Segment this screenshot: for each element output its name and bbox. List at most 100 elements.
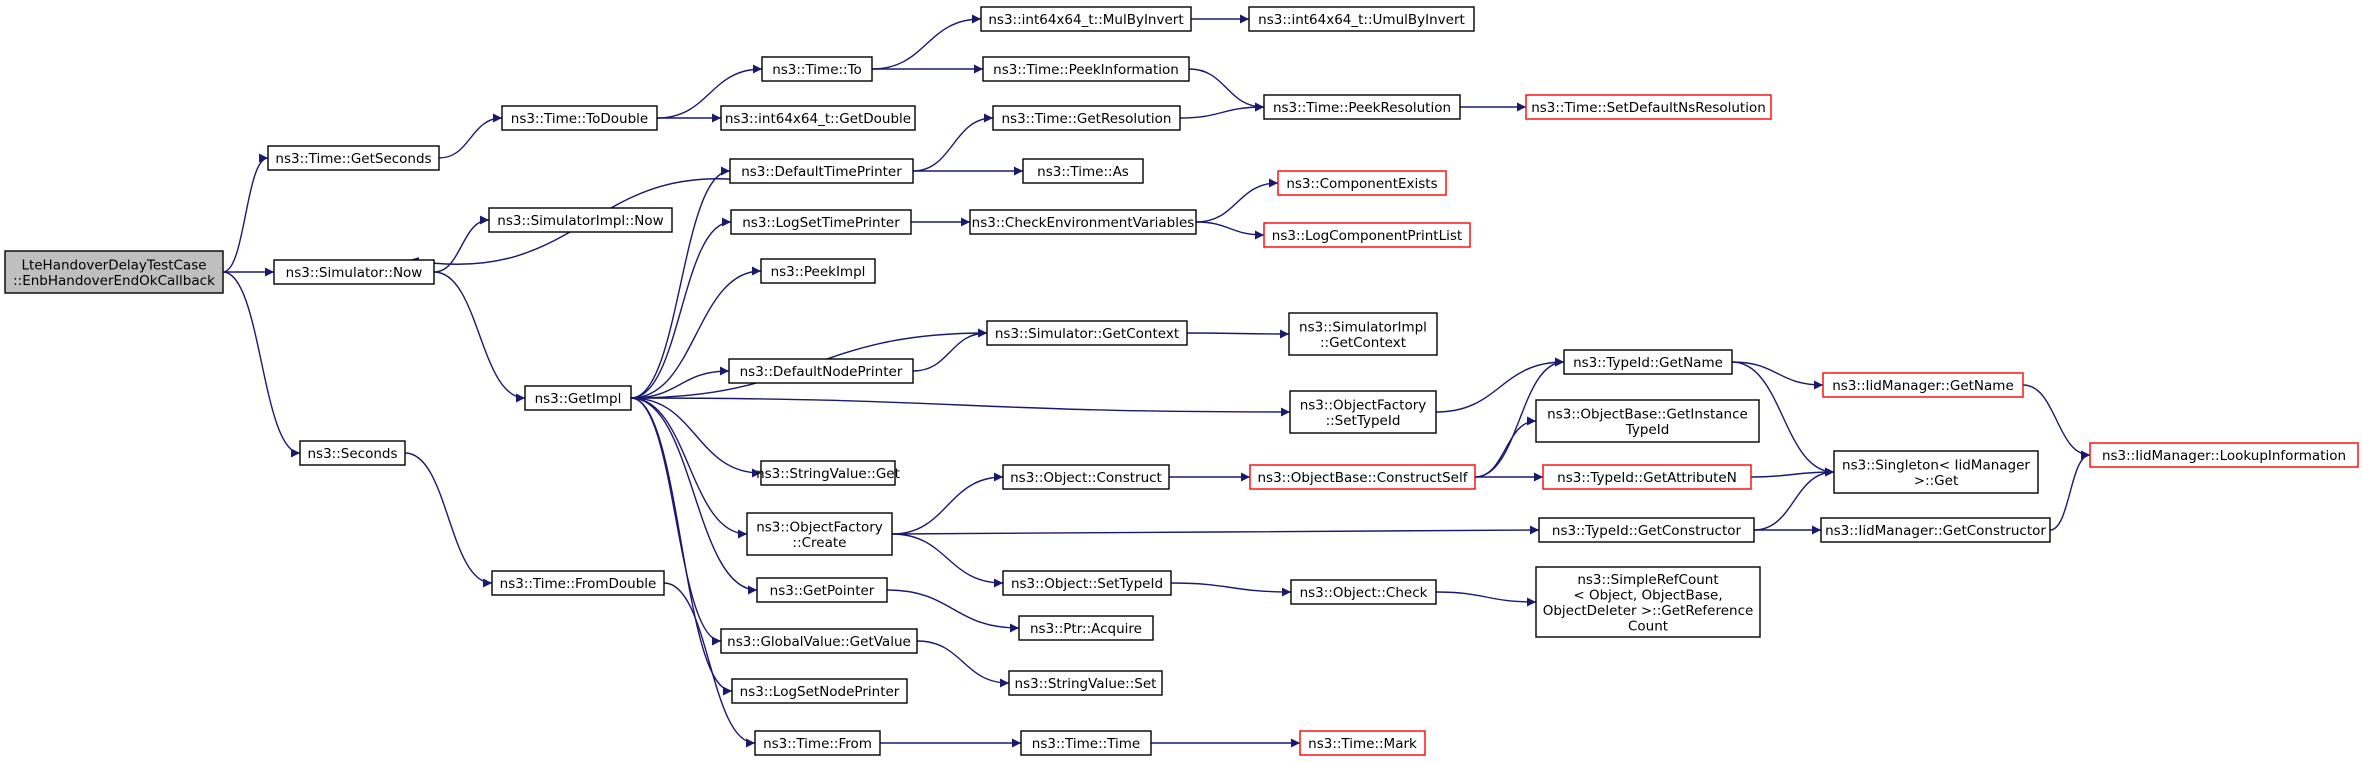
node-stringvalueget[interactable]: ns3::StringValue::Get (756, 460, 900, 486)
node-int64getdouble[interactable]: ns3::int64x64_t::GetDouble (720, 105, 916, 131)
edge-getimpl-to-defaulttimeprinter (630, 166, 731, 399)
node-objfactorycreate[interactable]: ns3::ObjectFactory::Create (746, 512, 893, 556)
node-defaulttimeprinter[interactable]: ns3::DefaultTimePrinter (729, 158, 914, 184)
node-label: ::SetTypeId (1326, 413, 1401, 429)
node-label: TypeId (1625, 422, 1670, 438)
node-label: ns3::SimpleRefCount (1577, 572, 1718, 588)
node-getresolution[interactable]: ns3::Time::GetResolution (992, 105, 1181, 131)
node-typeidgetname[interactable]: ns3::TypeId::GetName (1563, 349, 1733, 375)
edge-root-to-seconds (222, 271, 301, 458)
edge-getresolution-to-peekresolution (1179, 102, 1265, 119)
node-label: ns3::int64x64_t::GetDouble (725, 111, 911, 127)
node-label: ns3::int64x64_t::UmulByInvert (1258, 12, 1465, 28)
node-peekinformation[interactable]: ns3::Time::PeekInformation (982, 56, 1190, 82)
edge-simgetcontext-to-simimplgetcontext (1186, 329, 1290, 339)
node-label: ns3::Time::ToDouble (511, 111, 648, 127)
node-label: ns3::Time::SetDefaultNsResolution (1531, 100, 1766, 116)
node-iidgetconstructor[interactable]: ns3::IidManager::GetConstructor (1820, 517, 2051, 543)
node-setdefaultnsres[interactable]: ns3::Time::SetDefaultNsResolution (1525, 94, 1772, 120)
node-mulbyinvert[interactable]: ns3::int64x64_t::MulByInvert (980, 6, 1192, 32)
node-logcomponentprintlist[interactable]: ns3::LogComponentPrintList (1263, 222, 1471, 248)
node-constructself[interactable]: ns3::ObjectBase::ConstructSelf (1249, 464, 1476, 490)
edge-objcheck-to-simplerefcount (1435, 591, 1537, 607)
node-getseconds[interactable]: ns3::Time::GetSeconds (267, 145, 440, 171)
node-iidlookup[interactable]: ns3::IidManager::LookupInformation (2089, 442, 2359, 468)
node-iidgetname[interactable]: ns3::IidManager::GetName (1822, 372, 2024, 398)
edge-simnow-to-getimpl (433, 271, 526, 403)
node-componentexists[interactable]: ns3::ComponentExists (1277, 170, 1447, 196)
node-label: ns3::ComponentExists (1286, 176, 1437, 192)
edge-getimpl-to-globalvalueget (630, 397, 722, 646)
node-logsettimeprinter[interactable]: ns3::LogSetTimePrinter (730, 209, 912, 235)
node-label: ns3::Time::PeekResolution (1273, 100, 1451, 116)
node-defaultnodeprinter[interactable]: ns3::DefaultNodePrinter (728, 358, 914, 384)
node-getpointer[interactable]: ns3::GetPointer (756, 577, 888, 603)
node-label: ns3::Simulator::Now (286, 265, 423, 281)
node-fromdouble[interactable]: ns3::Time::FromDouble (491, 570, 665, 596)
node-seconds[interactable]: ns3::Seconds (299, 440, 406, 466)
node-label: ns3::SimulatorImpl (1299, 319, 1427, 335)
node-root[interactable]: LteHandoverDelayTestCase::EnbHandoverEnd… (4, 250, 224, 294)
node-globalvalueget[interactable]: ns3::GlobalValue::GetValue (720, 628, 918, 654)
node-label: >::Get (1914, 473, 1958, 489)
node-label: ns3::CheckEnvironmentVariables (972, 215, 1195, 231)
node-peekimpl[interactable]: ns3::PeekImpl (760, 258, 876, 284)
node-simnow[interactable]: ns3::Simulator::Now (273, 259, 435, 285)
node-label: ns3::PeekImpl (771, 264, 866, 280)
edge-root-to-getseconds (222, 153, 269, 273)
node-label: ns3::int64x64_t::MulByInvert (988, 12, 1183, 28)
node-ptracquire[interactable]: ns3::Ptr::Acquire (1018, 615, 1154, 641)
edge-iidgetname-to-iidlookup (2022, 384, 2091, 460)
node-simimplgetcontext[interactable]: ns3::SimulatorImpl::GetContext (1288, 312, 1438, 356)
node-objfactorysettypeid[interactable]: ns3::ObjectFactory::SetTypeId (1289, 390, 1437, 434)
node-label: ns3::Time::FromDouble (500, 576, 657, 592)
node-simgetcontext[interactable]: ns3::Simulator::GetContext (986, 320, 1188, 346)
edge-checkenvvars-to-logcomponentprintlist (1195, 221, 1265, 240)
node-label: ::EnbHandoverEndOkCallback (13, 273, 215, 289)
node-label: ns3::ObjectBase::GetInstance (1547, 406, 1748, 422)
node-stringvalueset[interactable]: ns3::StringValue::Set (1008, 670, 1163, 696)
node-typeidgetconstructor[interactable]: ns3::TypeId::GetConstructor (1538, 517, 1755, 543)
node-checkenvvars[interactable]: ns3::CheckEnvironmentVariables (969, 209, 1197, 235)
edge-typeidgetconstructor-to-singletonget (1753, 467, 1835, 531)
edge-todouble-to-timeto (656, 64, 763, 119)
node-peekresolution[interactable]: ns3::Time::PeekResolution (1263, 94, 1461, 120)
node-timetime[interactable]: ns3::Time::Time (1020, 730, 1152, 756)
node-simplerefcount[interactable]: ns3::SimpleRefCount< Object, ObjectBase,… (1535, 566, 1761, 638)
edge-getimpl-to-logsettimeprinter (630, 217, 732, 399)
node-objconstruct[interactable]: ns3::Object::Construct (1002, 464, 1170, 490)
node-label: ns3::Singleton< IidManager (1842, 457, 2030, 473)
node-label: ns3::LogSetNodePrinter (740, 684, 900, 700)
node-label: ns3::ObjectFactory (1300, 397, 1427, 413)
edge-getimpl-to-objfactorycreate (630, 397, 748, 539)
node-objcheck[interactable]: ns3::Object::Check (1290, 579, 1437, 605)
node-label: Count (1628, 618, 1668, 634)
node-timefrom[interactable]: ns3::Time::From (754, 730, 881, 756)
node-umulbyinvert[interactable]: ns3::int64x64_t::UmulByInvert (1248, 6, 1475, 32)
edge-getseconds-to-todouble (438, 113, 503, 159)
node-label: ns3::StringValue::Get (756, 466, 900, 482)
node-timemark[interactable]: ns3::Time::Mark (1299, 730, 1426, 756)
node-label: ns3::Time::As (1037, 164, 1129, 180)
node-objsettypeid[interactable]: ns3::Object::SetTypeId (1002, 570, 1172, 596)
node-label: LteHandoverDelayTestCase (21, 257, 206, 273)
node-label: ns3::TypeId::GetName (1573, 355, 1723, 371)
node-label: ns3::Simulator::GetContext (995, 326, 1179, 342)
node-todouble[interactable]: ns3::Time::ToDouble (501, 105, 658, 131)
edge-getimpl-to-objfactorysettypeid (630, 397, 1291, 417)
node-singletonget[interactable]: ns3::Singleton< IidManager >::Get (1833, 450, 2039, 494)
node-timeas[interactable]: ns3::Time::As (1022, 158, 1144, 184)
node-timeto[interactable]: ns3::Time::To (761, 56, 873, 82)
node-simimplnow[interactable]: ns3::SimulatorImpl::Now (488, 207, 673, 233)
node-typeidgetattributen[interactable]: ns3::TypeId::GetAttributeN (1542, 464, 1752, 490)
edge-typeidgetname-to-iidgetname (1731, 361, 1824, 390)
node-label: ns3::TypeId::GetConstructor (1552, 523, 1742, 539)
node-label: ns3::GetPointer (770, 583, 875, 599)
node-label: ns3::IidManager::GetName (1832, 378, 2014, 394)
edge-getimpl-to-logsetnodeprinter (630, 397, 733, 696)
node-logsetnodeprinter[interactable]: ns3::LogSetNodePrinter (731, 678, 908, 704)
node-getimpl[interactable]: ns3::GetImpl (524, 385, 632, 411)
node-label: ns3::Seconds (308, 446, 398, 462)
